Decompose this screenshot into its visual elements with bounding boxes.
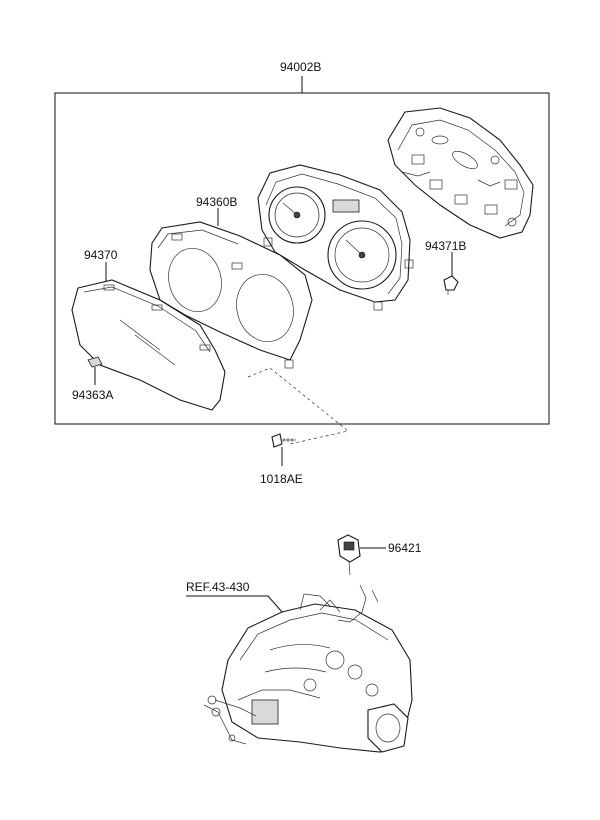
ref-leader (186, 595, 283, 613)
label-94002b: 94002B (280, 60, 321, 74)
clip (87, 356, 103, 368)
label-94360b: 94360B (196, 195, 237, 209)
label-1018ae: 1018AE (260, 472, 303, 486)
gauge-cluster (257, 164, 414, 311)
transaxle (203, 584, 413, 753)
window-lens (71, 279, 226, 411)
bulb (443, 275, 459, 295)
screw-dashed-guide (247, 367, 349, 445)
label-94371b: 94371B (425, 239, 466, 253)
label-94363a: 94363A (72, 388, 113, 402)
speed-sensor (337, 534, 361, 576)
label-94370: 94370 (84, 248, 118, 262)
label-96421: 96421 (388, 541, 422, 555)
screw (271, 433, 296, 448)
rear-housing (387, 107, 534, 239)
label-ref-43-430: REF.43-430 (186, 580, 250, 594)
